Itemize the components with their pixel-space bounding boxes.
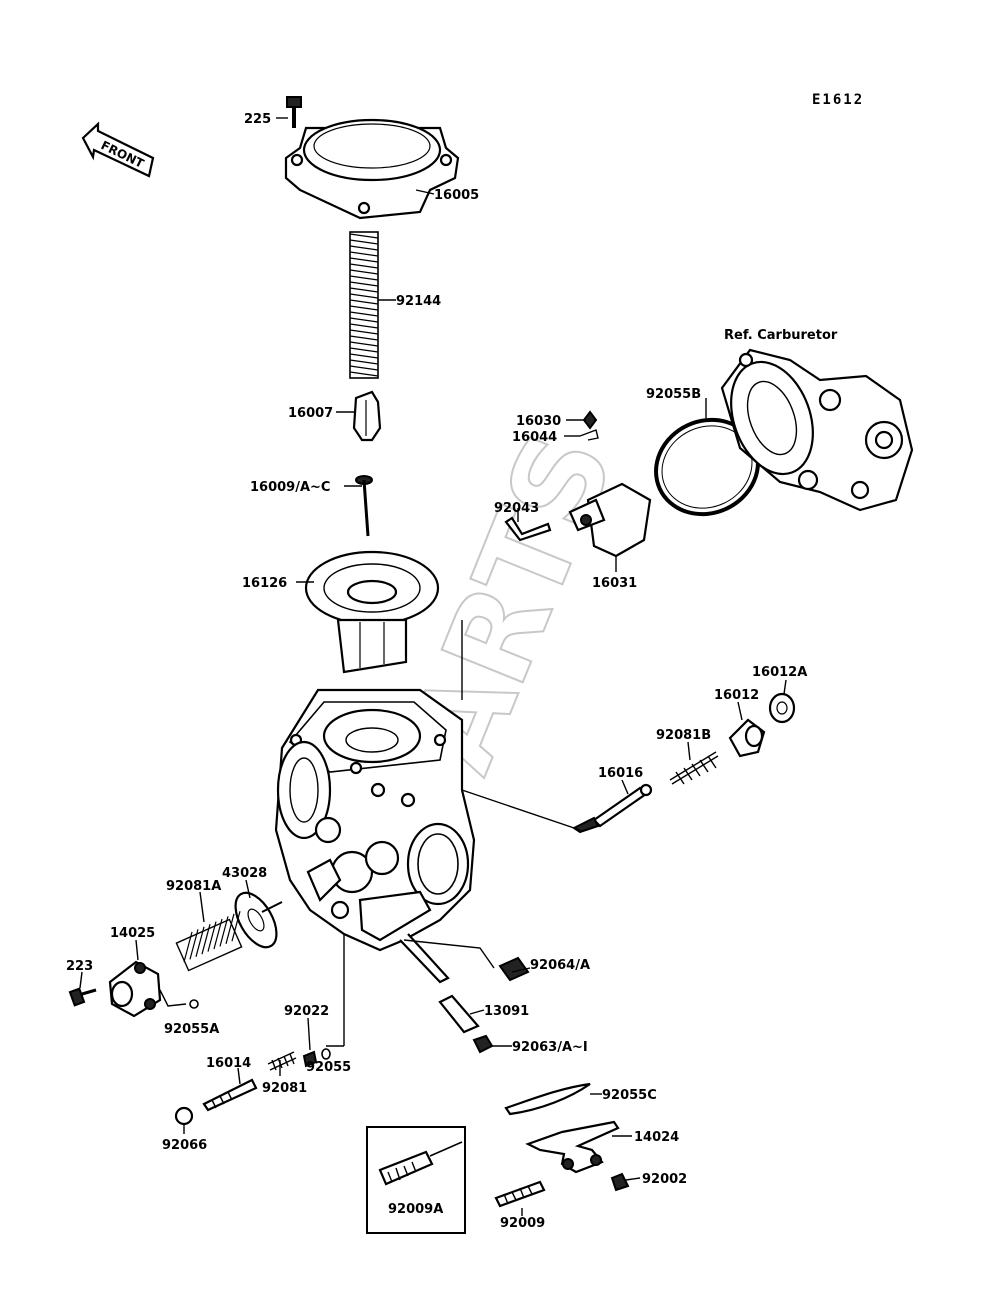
part-225-screw [286,96,302,128]
part-92043-float-pin [504,516,552,542]
label-16009: 16009/A~C [250,480,330,495]
part-16014-screw [202,1078,258,1112]
part-14025-cover [108,960,162,1018]
front-arrow: FRONT [81,121,155,178]
label-92043: 92043 [494,501,539,516]
part-14024-bracket [525,1120,620,1174]
label-16126: 16126 [242,576,287,591]
label-92055B: 92055B [646,387,701,402]
part-16012A-cap [768,692,796,724]
part-13091-tube [438,994,480,1034]
label-92022: 92022 [284,1004,329,1019]
label-reference-carburetor: Ref. Carburetor [724,328,838,343]
label-16016: 16016 [598,766,643,781]
label-92144: 92144 [396,294,441,309]
part-92081B-spring [669,751,719,785]
label-223: 223 [66,959,93,974]
label-16012: 16012 [714,688,759,703]
label-43028: 43028 [222,866,267,881]
part-16009-jet-needle [355,475,373,537]
label-92064: 92064/A [530,958,590,973]
label-14025: 14025 [110,926,155,941]
label-13091: 13091 [484,1004,529,1019]
label-92009A: 92009A [388,1202,443,1217]
label-92009: 92009 [500,1216,545,1231]
part-labels: 225 16005 92144 16007 16009/A~C 16126 Re… [66,112,838,1231]
part-16126-vacuum-piston [304,550,440,674]
part-16030-needle-valve [582,410,598,430]
label-92055C: 92055C [602,1088,657,1103]
label-92066: 92066 [162,1138,207,1153]
part-16016-plunger [572,783,653,834]
label-92063: 92063/A~I [512,1040,588,1055]
label-16012A: 16012A [752,665,807,680]
part-92022-washer [302,1050,318,1068]
label-92055A: 92055A [164,1022,219,1037]
leader-lines [79,117,787,1216]
part-43028-diaphragm [234,891,283,949]
part-223-screw [68,987,97,1007]
label-16014: 16014 [206,1056,251,1071]
part-92081-spring [267,1051,297,1071]
part-16007-retainer [352,390,382,442]
label-14024: 14024 [634,1130,679,1145]
label-92081B: 92081B [656,728,711,743]
part-16031-float [568,482,652,558]
part-92055-oring [321,1045,344,1060]
label-92055: 92055 [306,1060,351,1075]
part-92055A-oring [159,989,199,1009]
part-92064-hose [399,933,530,984]
reference-carburetor [720,348,914,512]
label-16005: 16005 [434,188,479,203]
part-16012-nut [728,718,766,758]
sheet-code: E1612 [812,92,864,108]
label-92081A: 92081A [166,879,221,894]
carburetor-body [274,688,476,1046]
part-92002-screw [610,1172,630,1192]
label-16030: 16030 [516,414,561,429]
part-16005-top-cover [284,118,460,220]
part-92063-plug [472,1034,494,1054]
part-92144-spring [349,231,379,379]
label-225: 225 [244,112,271,127]
label-16044: 16044 [512,430,557,445]
part-92066-cap [174,1106,194,1126]
inset-box-92009A [366,1126,466,1234]
part-92055C-gasket [504,1082,591,1116]
label-92002: 92002 [642,1172,687,1187]
label-16007: 16007 [288,406,333,421]
part-92081A-spring [175,911,243,972]
label-92081: 92081 [262,1081,307,1096]
part-92009-screw [494,1180,546,1208]
label-16031: 16031 [592,576,637,591]
part-16044-clip [579,429,599,441]
